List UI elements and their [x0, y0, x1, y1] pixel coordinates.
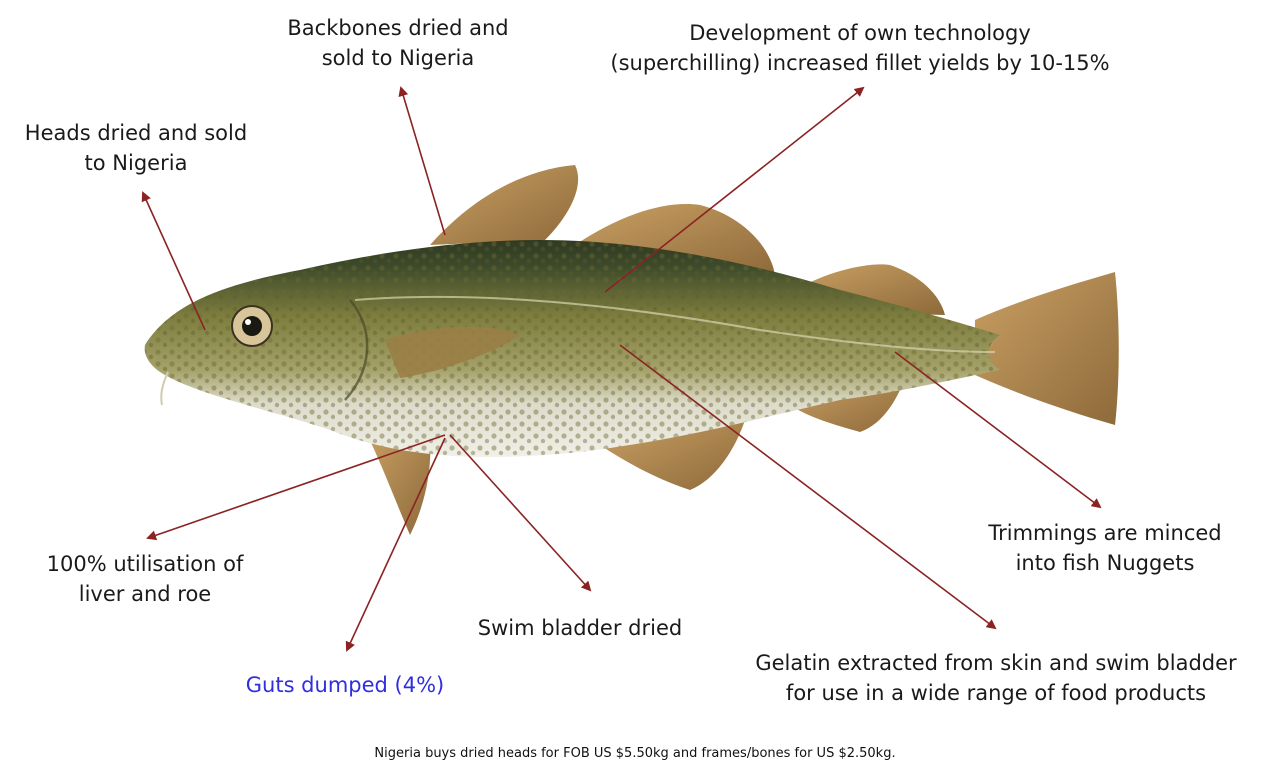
label-guts: Guts dumped (4%) [225, 670, 465, 700]
label-gelatin: Gelatin extracted from skin and swim bla… [722, 648, 1270, 708]
label-trimmings: Trimmings are minced into fish Nuggets [965, 518, 1245, 578]
fish-barbel [161, 372, 168, 405]
footnote-caption: Nigeria buys dried heads for FOB US $5.5… [0, 746, 1270, 761]
label-swim-bladder: Swim bladder dried [455, 613, 705, 643]
label-heads: Heads dried and sold to Nigeria [0, 118, 272, 178]
arrow-swim-bladder [450, 435, 590, 590]
label-backbones: Backbones dried and sold to Nigeria [268, 13, 528, 73]
arrow-heads [143, 193, 205, 330]
arrow-backbones [401, 88, 445, 235]
tail-fin [975, 272, 1119, 425]
label-liver-roe: 100% utilisation of liver and roe [25, 549, 265, 609]
fish-eye [232, 306, 272, 346]
label-technology: Development of own technology (superchil… [575, 18, 1145, 78]
dorsal-fin-1 [430, 165, 578, 245]
